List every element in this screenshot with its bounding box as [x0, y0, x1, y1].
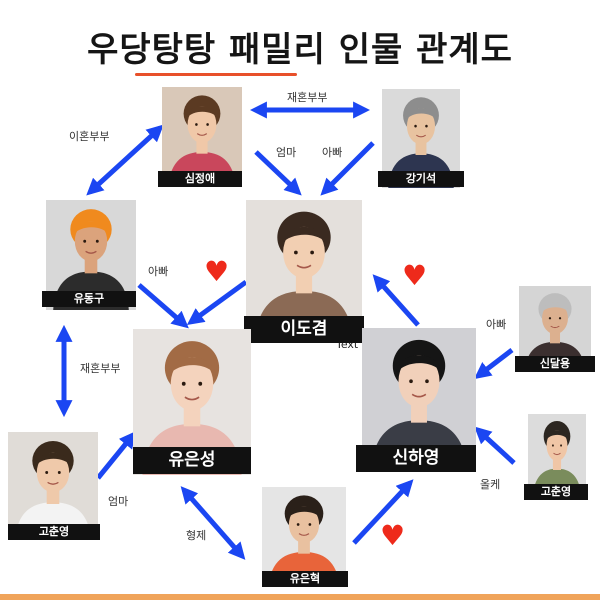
- label-siblings: 형제: [186, 529, 207, 542]
- portrait-icon: [8, 432, 98, 540]
- person-card-go-chunyeong-right: 고춘영: [524, 414, 588, 500]
- person-card-yu-donggu: 유동구: [42, 200, 136, 310]
- label-mom-top: 엄마: [276, 146, 297, 159]
- arrow-divorced: [86, 124, 164, 196]
- arrow-eunhyeok-to-hayeong: [352, 479, 414, 545]
- nameplate: 이도겸: [244, 316, 364, 343]
- label-remarried-top: 재혼부부: [287, 91, 328, 104]
- arrow-dad-to-dogyeom: [320, 141, 375, 196]
- person-card-go-chunyeong-left: 고춘영: [8, 432, 100, 540]
- arrow-hayeong-to-dogyeom: [372, 274, 420, 327]
- heart-icon: ♥: [402, 259, 428, 292]
- arrow-dalyong-to-hayeong: [473, 348, 514, 380]
- nameplate: 유은혁: [262, 571, 348, 587]
- arrow-siblings: [180, 486, 246, 560]
- nameplate: 심정애: [158, 171, 242, 187]
- portrait-icon: [262, 487, 346, 587]
- arrow-dogyeom-to-eunseong: [186, 279, 248, 325]
- nameplate: 유은성: [133, 447, 251, 474]
- arrow-chunyeong-to-hayeong: [474, 426, 516, 465]
- nameplate: 신달용: [515, 356, 595, 372]
- nameplate: 고춘영: [524, 484, 588, 500]
- person-card-yu-eunseong: 유은성: [133, 329, 251, 475]
- person-card-sim-jeongae: 심정애: [158, 87, 242, 187]
- portrait-photo: [262, 487, 346, 587]
- arrow-chunyeong-to-eunseong: [96, 431, 137, 480]
- arrow-donggu-to-eunseong: [137, 283, 189, 329]
- nameplate: 강기석: [378, 171, 464, 187]
- nameplate: 신하영: [356, 445, 476, 472]
- label-dad-left: 아빠: [148, 265, 169, 278]
- person-card-yu-eunhyeok: 유은혁: [262, 487, 348, 587]
- portrait-photo: [162, 87, 242, 187]
- heart-icon: ♥: [380, 519, 406, 552]
- portrait-icon: [162, 87, 242, 187]
- person-card-lee-dogyeom: 이도겸: [244, 200, 364, 343]
- label-olke: 올케: [480, 478, 501, 491]
- nameplate: 고춘영: [8, 524, 100, 540]
- nameplate: 유동구: [42, 291, 136, 307]
- arrow-mom-to-dogyeom: [254, 150, 302, 196]
- label-dad-top: 아빠: [322, 146, 343, 159]
- bottom-bar: [0, 594, 600, 600]
- portrait-photo: [8, 432, 98, 540]
- heart-icon: ♥: [204, 255, 230, 288]
- label-remarried-left: 재혼부부: [80, 362, 121, 375]
- label-dad-right: 아빠: [486, 318, 507, 331]
- label-divorced: 이혼부부: [69, 130, 110, 143]
- title-underline: [135, 73, 297, 76]
- label-mom-bottom: 엄마: [108, 495, 129, 508]
- page-title: 우당탕탕 패밀리 인물 관계도: [87, 30, 513, 70]
- person-card-sin-dalyong: 신달용: [515, 286, 595, 372]
- person-card-kang-giseok: 강기석: [378, 89, 464, 188]
- person-card-sin-hayeong: 신하영: [356, 328, 476, 472]
